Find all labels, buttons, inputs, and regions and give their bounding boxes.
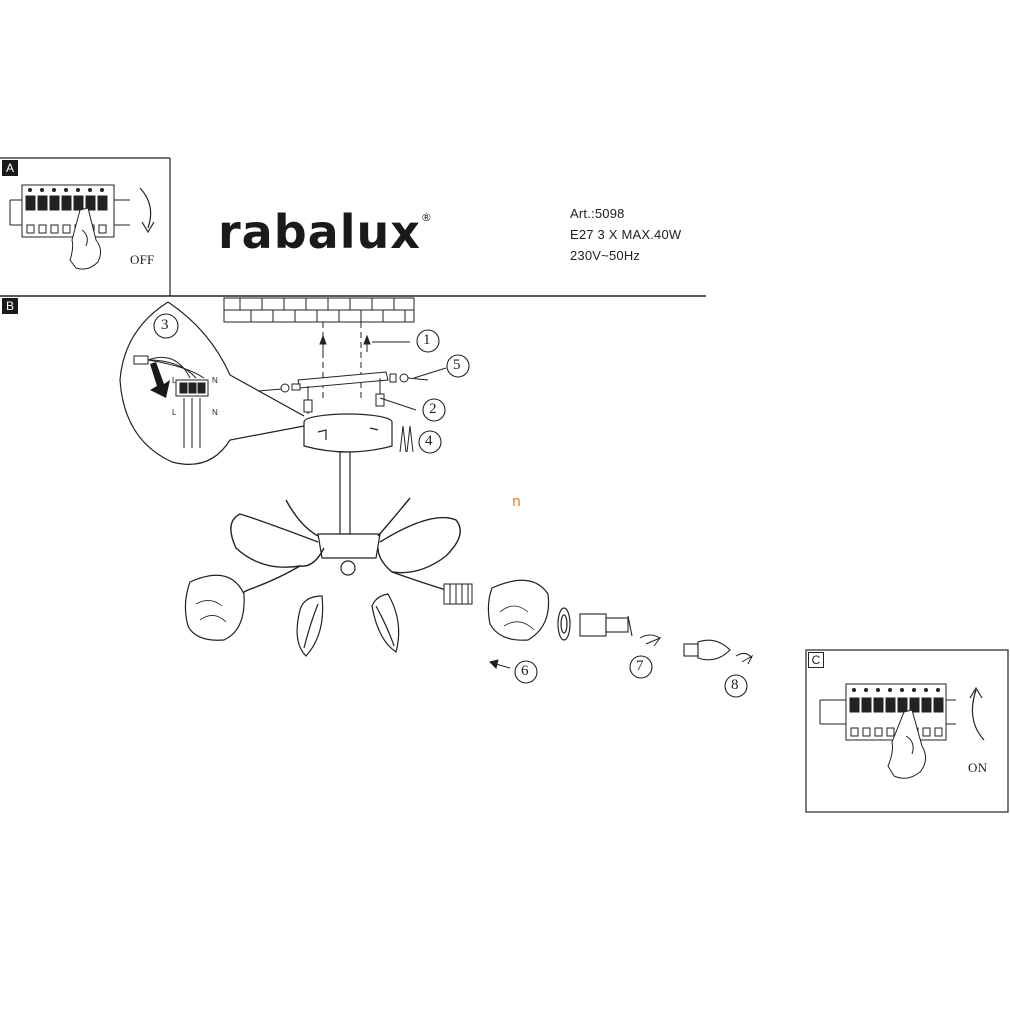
stray-mark: n: [512, 494, 521, 510]
step-8-label: 8: [731, 677, 739, 693]
step-circles: [153, 313, 748, 698]
leaf-right-icon: [371, 593, 400, 653]
terminal-l-bottom: L: [172, 408, 177, 417]
twist-arrow-7-icon: [639, 634, 662, 647]
on-label: ON: [968, 760, 988, 775]
wiring-callout: [119, 301, 305, 465]
ceiling-bricks: [223, 297, 415, 323]
breaker-panel-on-icon: [819, 683, 956, 741]
panel-a: [0, 157, 706, 297]
terminal-l-top: L: [172, 376, 177, 385]
lamp-holder-icon: [579, 613, 633, 637]
step-1-label: 1: [423, 332, 431, 348]
fixture-arms: [230, 497, 461, 595]
twist-arrow-8-icon: [735, 652, 754, 665]
step-6-label: 6: [521, 663, 529, 679]
rotate-down-arrow-icon: [139, 187, 155, 234]
hand-icon: [69, 207, 102, 270]
left-arrow-6-icon: [489, 659, 511, 669]
hand-on-icon: [887, 709, 926, 779]
screw-left-icon: [257, 383, 301, 393]
step-2-label: 2: [429, 401, 437, 417]
glass-shade-left-icon: [184, 574, 245, 641]
voltage-spec: 230V~50Hz: [570, 248, 641, 263]
dowel-guides: [322, 322, 362, 400]
registered-mark: ®: [420, 211, 433, 224]
terminal-n-top: N: [212, 376, 218, 385]
socket-icon: [443, 583, 473, 605]
mounting-bracket: [297, 371, 389, 414]
brand-name: rabalux: [218, 205, 421, 259]
panel-a-label: A: [2, 160, 18, 176]
rotate-up-arrow-icon: [969, 686, 985, 741]
article-number: Art.:5098: [570, 206, 625, 221]
step-3-label: 3: [161, 317, 169, 333]
glass-shade-right-icon: [487, 579, 550, 641]
breaker-panel-off-icon: [9, 184, 130, 238]
panel-b-label: B: [2, 298, 18, 314]
brand-logo: rabalux®: [218, 205, 433, 259]
step-7-label: 7: [636, 658, 644, 674]
wire-connector-icon: [133, 355, 209, 448]
callout-leaders: [372, 341, 447, 411]
dowel-arrows: [319, 334, 371, 352]
bulb-icon: [683, 639, 731, 661]
screw-right-icon: [389, 373, 429, 383]
canopy: [303, 413, 393, 453]
panel-c-label: C: [808, 652, 824, 668]
terminal-n-bottom: N: [212, 408, 218, 417]
step-5-label: 5: [453, 357, 461, 373]
panel-c: [805, 649, 1009, 813]
ring-nut-icon: [557, 607, 571, 641]
down-arrow-icon: [150, 362, 170, 398]
fixture-stem: [317, 451, 381, 576]
push-up-arrows: [399, 425, 414, 453]
leaf-left-icon: [296, 595, 324, 657]
lamp-spec: E27 3 X MAX.40W: [570, 227, 682, 242]
off-label: OFF: [130, 252, 155, 267]
step-4-label: 4: [425, 433, 433, 449]
